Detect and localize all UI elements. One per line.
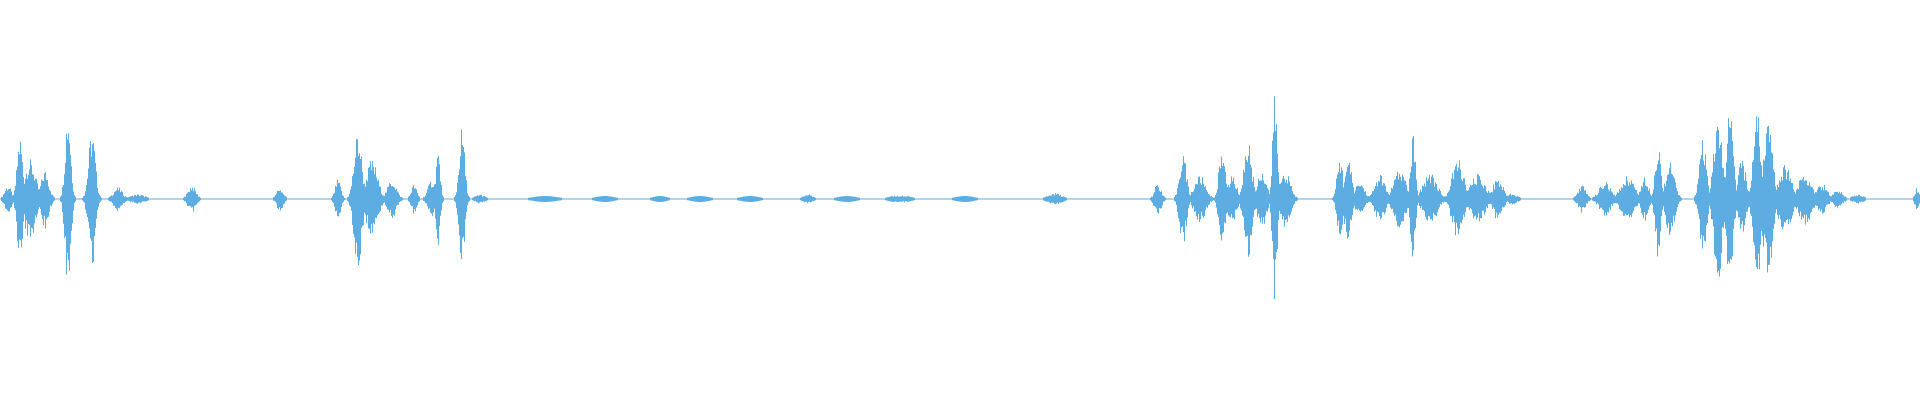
waveform-samples [1,96,1920,300]
